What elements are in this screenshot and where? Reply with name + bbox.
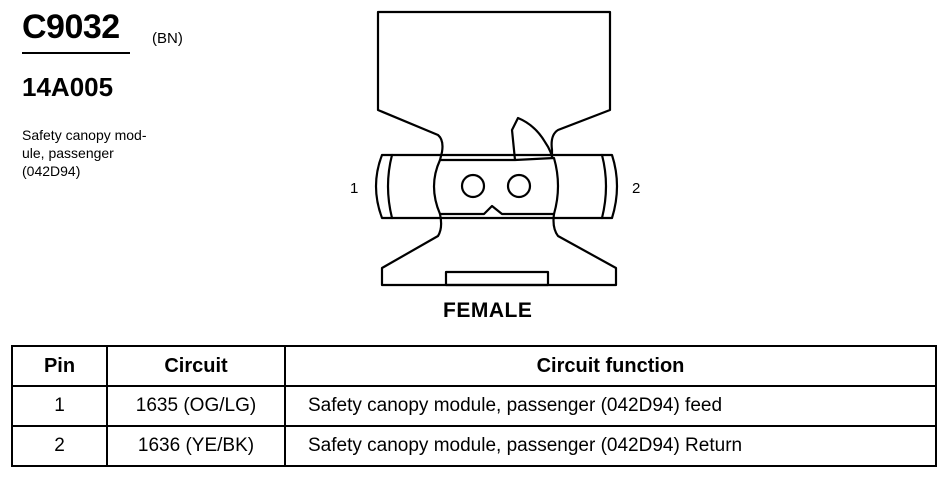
cell-circuit: 1635 (OG/LG) (106, 385, 286, 427)
connector-housing-top (376, 10, 612, 162)
connector-face-diagram (374, 10, 619, 287)
header-circuit-function: Circuit function (284, 345, 937, 387)
terminal-block (432, 156, 560, 216)
terminal-band (374, 153, 619, 220)
connector-color-code: (BN) (152, 30, 183, 47)
terminal-cavity-2 (506, 173, 532, 199)
cell-pin: 2 (11, 425, 108, 467)
part-number: 14A005 (22, 72, 114, 102)
cell-circuit: 1636 (YE/BK) (106, 425, 286, 467)
connector-description: Safety canopy mod- ule, passenger (042D9… (22, 126, 192, 180)
pin-table: Pin Circuit Circuit function 1 1635 (OG/… (11, 345, 937, 467)
terminal-cavity-1 (460, 173, 486, 199)
description-line: ule, passenger (22, 145, 114, 161)
header-circuit: Circuit (106, 345, 286, 387)
description-line: (042D94) (22, 163, 81, 179)
band-right-inner-curve (600, 153, 608, 220)
cell-circuit-function: Safety canopy module, passenger (042D94)… (284, 425, 937, 467)
keying-slot (444, 270, 550, 287)
connector-id: C9032 (22, 8, 120, 46)
connector-id-underline (22, 52, 130, 54)
band-left-inner-curve (386, 153, 394, 220)
connector-gender-label: FEMALE (443, 299, 533, 322)
cell-circuit-function: Safety canopy module, passenger (042D94)… (284, 385, 937, 427)
table-header-row: Pin Circuit Circuit function (11, 345, 937, 387)
pin-label-2: 2 (632, 180, 641, 197)
connector-housing-bottom (380, 212, 618, 287)
pin-label-1: 1 (350, 180, 359, 197)
cell-pin: 1 (11, 385, 108, 427)
description-line: Safety canopy mod- (22, 127, 147, 143)
table-row: 1 1635 (OG/LG) Safety canopy module, pas… (11, 385, 937, 427)
header-pin: Pin (11, 345, 108, 387)
table-row: 2 1636 (YE/BK) Safety canopy module, pas… (11, 425, 937, 467)
